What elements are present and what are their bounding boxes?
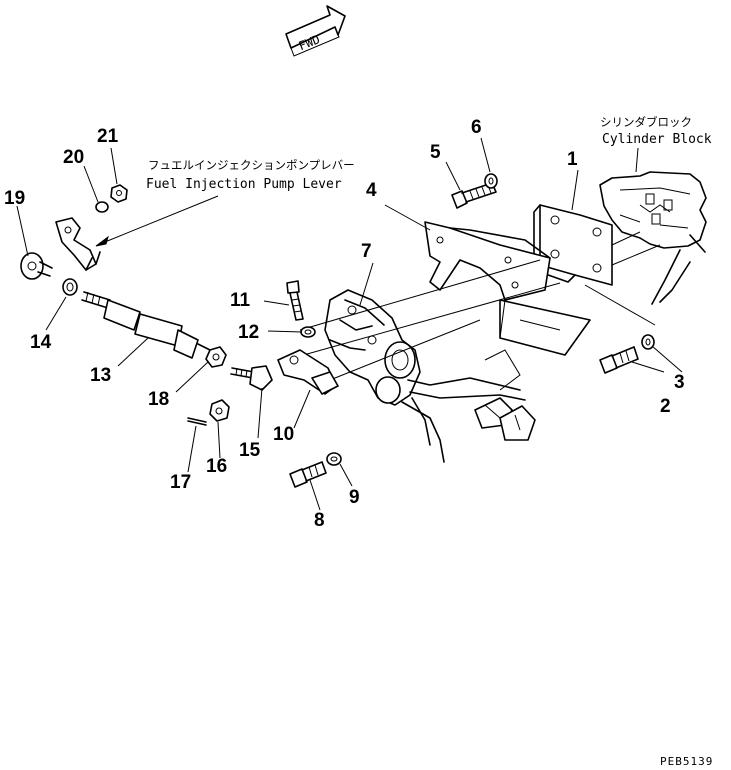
part-17-cotter-pin: [187, 417, 207, 426]
forward-direction-arrow-icon: FWD: [285, 5, 346, 57]
part-10-link-arm: [277, 349, 339, 395]
callout-21: 21: [97, 126, 119, 147]
callout-14: 14: [30, 332, 52, 353]
part-13-rod: [81, 291, 211, 359]
callout-10: 10: [273, 424, 294, 445]
part-1-mounting-plate: [533, 204, 661, 326]
part-18-nut: [205, 346, 227, 368]
part-20-washer: [95, 201, 109, 213]
part-12-washer: [300, 326, 316, 338]
callout-6: 6: [471, 117, 482, 138]
part-4-bracket: [424, 221, 591, 356]
callout-13: 13: [90, 365, 111, 386]
part-3-washer: [641, 334, 655, 350]
part-14-nut: [62, 278, 78, 296]
callout-16: 16: [206, 456, 227, 477]
callout-19: 19: [4, 188, 25, 209]
fuel-pump-lever-label-jp: フュエルインジェクションポンプレバー: [148, 158, 355, 172]
fuel-pump-lever-label-en: Fuel Injection Pump Lever: [146, 177, 342, 192]
callout-17: 17: [170, 472, 191, 493]
callout-5: 5: [430, 142, 441, 163]
cylinder-block-label-jp: シリンダブロック: [600, 115, 692, 129]
callout-4: 4: [366, 180, 377, 201]
callout-1: 1: [567, 149, 578, 170]
callout-11: 11: [230, 290, 251, 311]
part-2-bolt: [599, 346, 639, 374]
callout-9: 9: [349, 487, 360, 508]
part-9-washer: [326, 452, 342, 466]
callout-12: 12: [238, 322, 259, 343]
cylinder-block-drawing: [599, 171, 707, 305]
part-16-nut: [209, 399, 230, 422]
part-7-actuator-motor: [299, 259, 561, 463]
cylinder-block-label-en: Cylinder Block: [602, 132, 712, 147]
part-15-ball-joint: [230, 365, 273, 391]
callout-15: 15: [239, 440, 261, 461]
wire-harness-connectors: [474, 349, 536, 441]
part-19-rod-end: [20, 252, 53, 280]
callout-numbers: 1 2 3 4 5 6 7 8 9 10 11 12 13 14 15 16 1…: [4, 117, 685, 531]
pointer-arrowhead-icon: [95, 235, 109, 247]
fuel-injection-pump-lever-drawing: [55, 217, 101, 271]
part-21-nut: [110, 184, 128, 203]
callout-7: 7: [361, 241, 372, 262]
callout-3: 3: [674, 372, 685, 393]
callout-18: 18: [148, 389, 169, 410]
part-8-bolt: [289, 461, 327, 488]
drawing-code: PEB5139: [660, 755, 713, 768]
callout-20: 20: [63, 147, 84, 168]
callout-2: 2: [660, 396, 671, 417]
callout-leader-lines: [16, 137, 683, 511]
part-11-bolt: [286, 280, 304, 321]
part-6-washer: [484, 173, 498, 189]
callout-8: 8: [314, 510, 325, 531]
